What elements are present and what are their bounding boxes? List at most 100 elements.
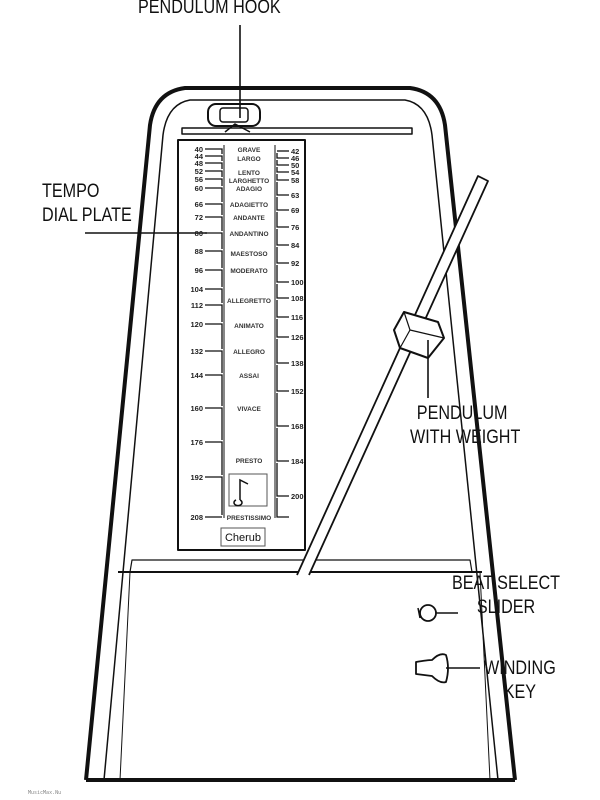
left-scale-tick	[205, 232, 223, 249]
right-scale-label: 84	[291, 241, 300, 250]
tempo-term: LARGO	[237, 156, 260, 163]
left-scale-label: 40	[195, 145, 203, 154]
tempo-term: ANIMATO	[234, 323, 264, 330]
tempo-term: LARGHETTO	[229, 178, 269, 185]
left-scale-label: 48	[195, 159, 203, 168]
left-scale-label: 112	[191, 301, 203, 310]
left-scale-label: 66	[195, 200, 203, 209]
label-pendulum-with-weight: PENDULUM WITH WEIGHT	[410, 402, 520, 450]
left-scale-label: 160	[190, 404, 203, 413]
right-scale-label: 46	[291, 154, 299, 163]
right-scale-tick	[276, 339, 289, 364]
tempo-term: MAESTOSO	[230, 251, 267, 258]
label-line: DIAL PLATE	[42, 205, 132, 226]
metronome-body-outline	[84, 86, 517, 781]
tempo-term: VIVACE	[237, 406, 261, 413]
label-line: WITH WEIGHT	[410, 427, 521, 448]
right-scale-tick	[276, 174, 289, 181]
winding-key	[415, 653, 449, 684]
right-scale-label: 76	[291, 223, 299, 232]
left-scale-tick	[205, 323, 223, 349]
left-scale-tick	[205, 476, 223, 515]
right-scale-label: 138	[291, 359, 304, 368]
right-scale-tick	[276, 300, 289, 318]
left-scale-tick	[205, 250, 223, 268]
left-scale-tick	[205, 441, 223, 475]
left-scale-label: 60	[195, 184, 203, 193]
label-line: TEMPO	[42, 181, 100, 202]
tempo-term: PRESTISSIMO	[227, 515, 271, 522]
pendulum-hook	[207, 103, 261, 133]
left-scale-label: 104	[190, 285, 203, 294]
tempo-term: MODERATO	[230, 268, 267, 275]
left-scale-tick	[205, 269, 223, 287]
left-scale-tick	[205, 187, 223, 202]
right-scale-tick	[276, 498, 289, 518]
right-scale-label: 50	[291, 161, 299, 170]
tempo-term: LENTO	[238, 170, 260, 177]
left-scale-label: 144	[190, 371, 203, 380]
right-scale-tick	[276, 265, 289, 283]
left-scale-label: 132	[190, 347, 203, 356]
tempo-dial-plate	[177, 139, 306, 551]
right-scale-label: 116	[291, 313, 303, 322]
right-scale-tick	[276, 247, 289, 264]
right-scale-tick	[276, 167, 289, 173]
right-scale-label: 152	[291, 387, 304, 396]
label-beat-select-slider: BEAT SELECT SLIDER	[452, 572, 560, 620]
tempo-term: GRAVE	[238, 147, 261, 154]
tempo-term: PRESTO	[236, 458, 263, 465]
right-scale-label: 126	[291, 333, 304, 342]
right-scale-label: 54	[291, 168, 300, 177]
right-scale-tick	[276, 182, 289, 196]
label-line: PENDULUM	[416, 403, 508, 424]
label-line: SLIDER	[476, 597, 536, 618]
brand-logo	[220, 527, 266, 547]
label-pendulum-hook: PENDULUM HOOK	[138, 0, 281, 18]
left-scale-tick	[205, 203, 223, 215]
right-scale-label: 69	[291, 206, 299, 215]
left-scale-tick	[205, 350, 223, 373]
label-line: BEAT SELECT	[452, 573, 561, 594]
brand-logo-text: Cherub	[225, 532, 261, 544]
left-scale-tick	[205, 148, 223, 154]
left-scale-label: 176	[190, 438, 203, 447]
left-scale-label: 192	[190, 473, 203, 482]
left-scale-tick	[205, 178, 223, 186]
left-scale-label: 88	[195, 247, 203, 256]
left-scale-label: 72	[195, 213, 203, 222]
tempo-term: ANDANTINO	[230, 231, 269, 238]
tempo-term: ALLEGRETTO	[227, 298, 271, 305]
tempo-term: ANDANTE	[233, 215, 265, 222]
label-tempo-dial-plate: TEMPO DIAL PLATE	[42, 180, 132, 228]
right-scale-tick	[276, 229, 289, 246]
right-scale-tick	[276, 428, 289, 462]
right-scale-label: 184	[291, 457, 304, 466]
right-scale-label: 58	[291, 176, 299, 185]
right-scale-tick	[276, 160, 289, 166]
label-line: KEY	[503, 682, 537, 703]
right-scale-tick	[276, 365, 289, 392]
tempo-term: ADAGIETTO	[230, 202, 268, 209]
left-scale-label: 96	[195, 266, 203, 275]
tempo-term: ASSAI	[239, 373, 259, 380]
left-scale-label: 56	[195, 175, 203, 184]
right-scale-label: 168	[291, 422, 304, 431]
right-scale-tick	[276, 197, 289, 211]
left-scale-label: 52	[195, 167, 203, 176]
right-scale-label: 108	[291, 294, 304, 303]
left-scale-label: 44	[195, 152, 204, 161]
left-scale-tick	[205, 162, 223, 169]
beat-select-slider	[417, 604, 437, 622]
right-scale-tick	[276, 319, 289, 338]
left-scale-label: 80	[195, 229, 203, 238]
left-scale-tick	[205, 170, 223, 177]
left-scale-tick	[205, 304, 223, 322]
right-scale-tick	[276, 393, 289, 427]
right-scale-label: 63	[291, 191, 299, 200]
pendulum	[296, 175, 489, 576]
left-scale-tick	[205, 155, 223, 161]
right-scale-label: 100	[291, 278, 304, 287]
